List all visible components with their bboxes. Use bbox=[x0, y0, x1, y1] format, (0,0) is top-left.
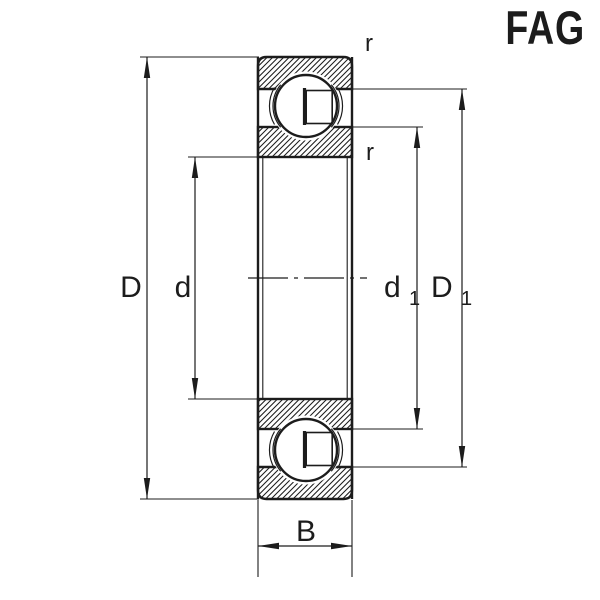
extension-lines bbox=[140, 56, 467, 577]
label-D1-base: D bbox=[431, 271, 453, 304]
dimension-arrowheads bbox=[143, 57, 466, 550]
arrow-d-top bbox=[191, 157, 199, 178]
arrow-B-left bbox=[258, 542, 279, 550]
label-d1-subscript: 1 bbox=[409, 288, 420, 310]
cage-pocket-top bbox=[305, 89, 334, 125]
shoulder-arc bbox=[272, 428, 282, 472]
shoulder-arc bbox=[330, 84, 340, 128]
dimension-lines bbox=[146, 57, 463, 547]
label-outer-shoulder-D1: D 1 bbox=[431, 271, 472, 310]
shoulder-arc bbox=[268, 87, 276, 125]
brand-logo: FAG bbox=[505, 2, 585, 55]
cage-bottom bbox=[302, 431, 334, 468]
shoulder-arc bbox=[272, 84, 282, 128]
label-bore-diameter-d: d bbox=[175, 271, 192, 304]
arrow-d1-bottom bbox=[413, 408, 421, 429]
shoulder-arc bbox=[336, 87, 344, 125]
arrow-D-top bbox=[143, 57, 151, 78]
shoulder-arc bbox=[268, 431, 276, 469]
label-width-B: B bbox=[296, 515, 316, 548]
label-chamfer-radius-bottom: r bbox=[366, 139, 374, 166]
shoulder-arc bbox=[336, 431, 344, 469]
top-cross-section bbox=[256, 55, 354, 159]
arrow-d-bottom bbox=[191, 378, 199, 399]
cage-pocket-bottom bbox=[305, 431, 334, 467]
dimension-labels: D d d 1 D 1 B r r bbox=[120, 30, 472, 548]
label-d1-base: d bbox=[384, 271, 401, 304]
cage-top bbox=[302, 88, 334, 125]
label-D1-subscript: 1 bbox=[461, 288, 472, 310]
label-inner-shoulder-d1: d 1 bbox=[384, 271, 420, 310]
label-outer-diameter-D: D bbox=[120, 271, 142, 304]
label-chamfer-radius-top: r bbox=[365, 30, 373, 57]
raceway-shoulder-arcs-bottom bbox=[268, 428, 344, 472]
arrow-D1-top bbox=[458, 89, 466, 110]
bottom-cross-section bbox=[256, 397, 354, 501]
arrow-D1-bottom bbox=[458, 446, 466, 467]
raceway-shoulder-arcs-top bbox=[268, 84, 344, 128]
arrow-d1-top bbox=[413, 127, 421, 148]
shoulder-arc bbox=[330, 428, 340, 472]
arrow-B-right bbox=[331, 542, 352, 550]
arrow-D-bottom bbox=[143, 478, 151, 499]
